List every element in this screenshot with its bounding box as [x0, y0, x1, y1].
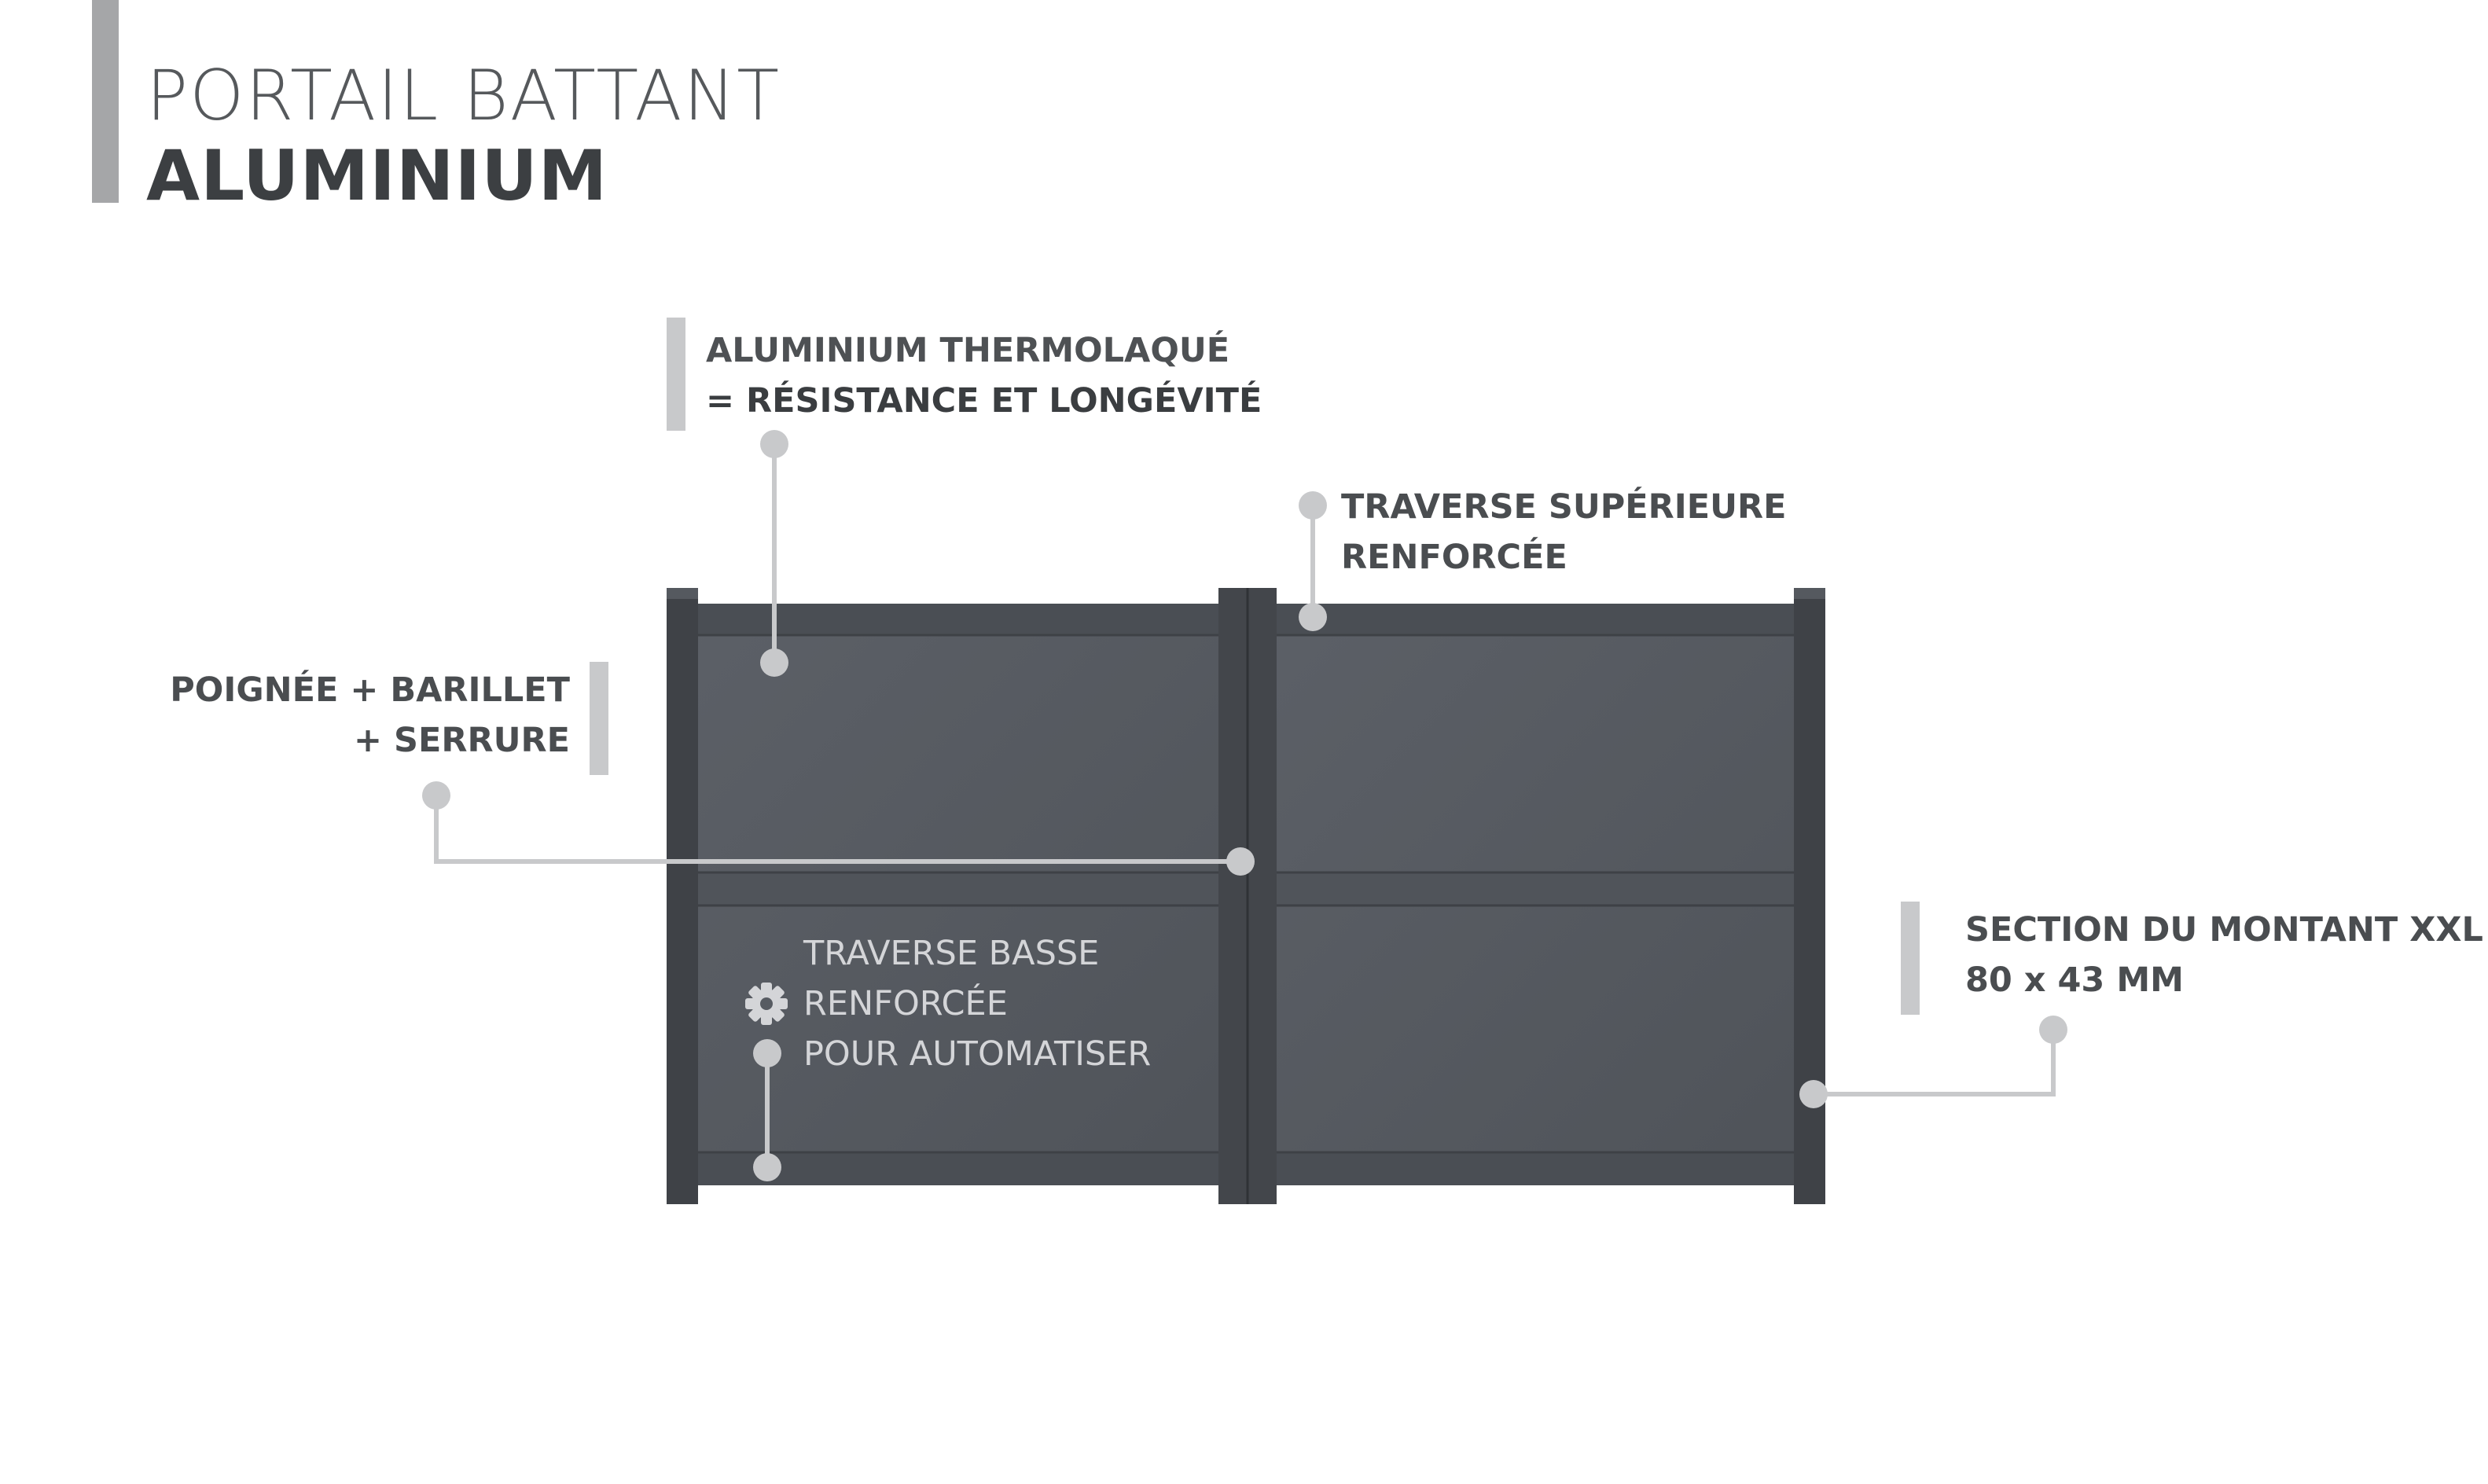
callout-aluminium: ALUMINIUM THERMOLAQUÉ = RÉSISTANCE ET LO… [706, 325, 1262, 426]
title-accent-bar [92, 0, 119, 203]
callout-traverse-basse: TRAVERSE BASSE RENFORCÉE POUR AUTOMATISE… [803, 928, 1151, 1079]
callout-section-montant: SECTION DU MONTANT XXL 80 x 43 MM [1965, 905, 2483, 1005]
callout-traverse-superieure-line1: TRAVERSE SUPÉRIEURE [1341, 487, 1787, 527]
callout-bar-poignee [590, 662, 608, 775]
callout-poignee-line1: POIGNÉE + BARILLET [170, 670, 570, 710]
callout-poignee-line2: + SERRURE [354, 721, 570, 760]
right-outer-post [1794, 588, 1825, 1204]
center-left-stile [1218, 588, 1247, 1204]
callout-aluminium-line2: = RÉSISTANCE ET LONGÉVITÉ [706, 381, 1262, 421]
gate-right-leaf [1258, 604, 1800, 1185]
right-bottom-rail [1258, 1152, 1800, 1185]
callout-traverse-basse-line2: RENFORCÉE [803, 984, 1008, 1023]
left-middle-rail [676, 872, 1234, 905]
leader-lines [434, 444, 2056, 1167]
left-outer-post [667, 588, 698, 1204]
page-title-line1: PORTAIL BATTANT [146, 55, 781, 136]
leader-poignee [434, 795, 1240, 864]
right-top-rail [1258, 604, 1800, 635]
callout-traverse-basse-line3: POUR AUTOMATISER [803, 1034, 1152, 1074]
callout-aluminium-line1: ALUMINIUM THERMOLAQUÉ [706, 331, 1230, 370]
gear-icon [745, 983, 788, 1025]
page-title-line2: ALUMINIUM [146, 135, 608, 216]
callout-traverse-basse-line1: TRAVERSE BASSE [803, 934, 1100, 973]
callout-section-montant-line1: SECTION DU MONTANT XXL [1965, 910, 2483, 950]
callout-section-montant-line2: 80 x 43 MM [1965, 961, 2184, 1000]
leader-section-montant [1814, 1030, 2056, 1096]
center-right-stile [1248, 588, 1277, 1204]
callout-dots [422, 430, 2067, 1181]
callout-traverse-superieure-line2: RENFORCÉE [1341, 538, 1567, 577]
gate-left-leaf [676, 604, 1234, 1185]
callout-bar-section-montant [1901, 902, 1920, 1015]
right-middle-rail [1258, 872, 1800, 905]
callout-bar-aluminium [667, 318, 685, 431]
callout-traverse-superieure: TRAVERSE SUPÉRIEURE RENFORCÉE [1341, 482, 1787, 582]
callout-poignee: POIGNÉE + BARILLET + SERRURE [170, 665, 570, 766]
left-top-rail [676, 604, 1234, 635]
